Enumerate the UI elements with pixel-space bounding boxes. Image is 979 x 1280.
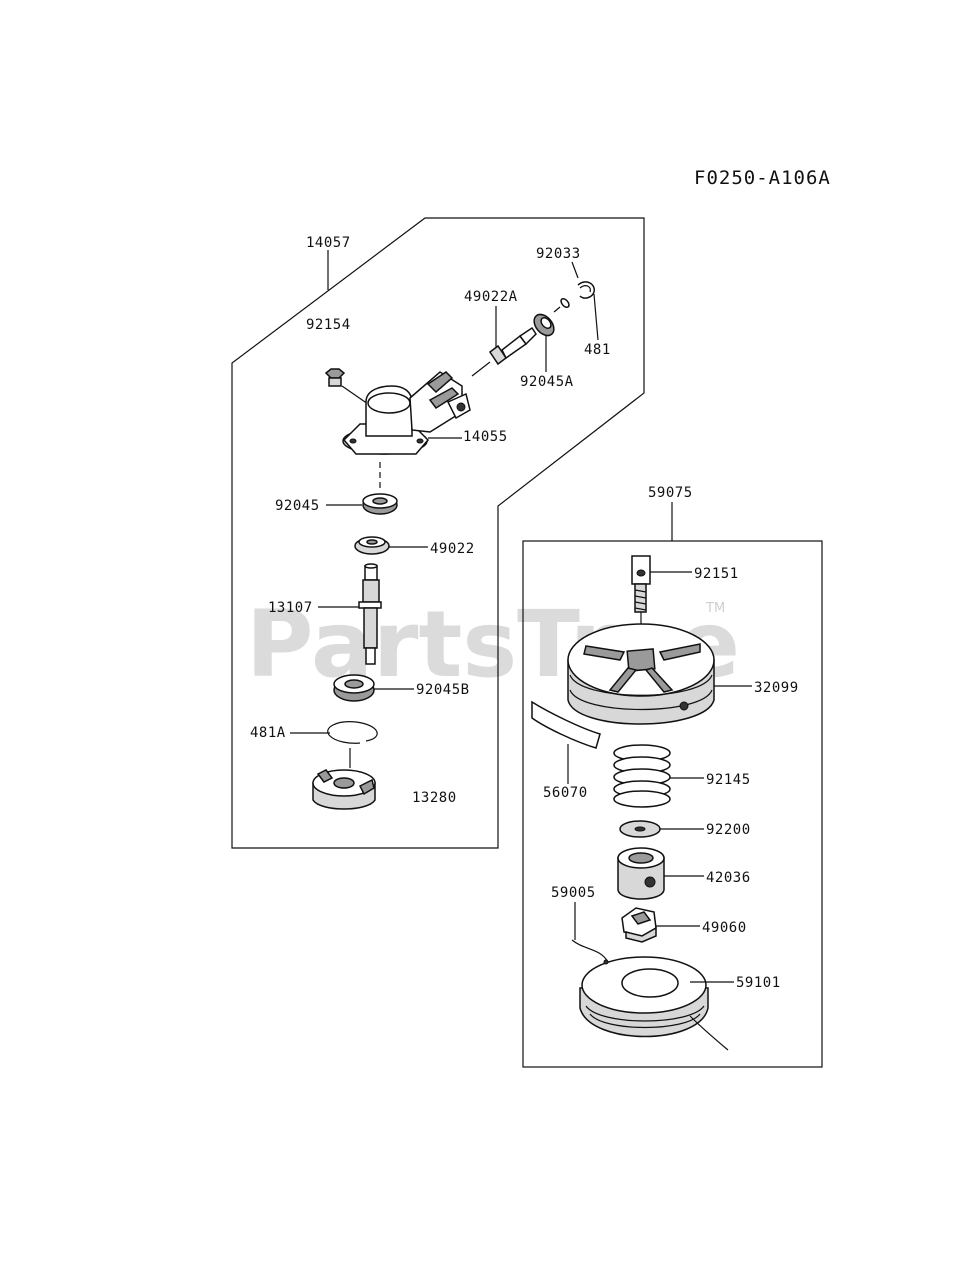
label-92145: 92145: [706, 772, 751, 788]
ring-92033-icon[interactable]: [559, 297, 570, 309]
label-49060: 49060: [702, 920, 747, 936]
label-92151: 92151: [694, 566, 739, 582]
label-32099: 32099: [754, 680, 799, 696]
washer-92200-icon[interactable]: [619, 820, 661, 838]
label-49022A: 49022A: [464, 289, 518, 305]
bolt-92151-icon[interactable]: [631, 555, 651, 613]
label-14057: 14057: [306, 235, 351, 251]
watermark-trademark: TM: [705, 601, 725, 616]
label-13107: 13107: [268, 600, 313, 616]
label-59005: 59005: [551, 885, 596, 901]
spring-92145-icon[interactable]: [613, 744, 671, 808]
label-56070: 56070: [543, 785, 588, 801]
label-56070-icon[interactable]: [531, 700, 601, 749]
washer-49022-icon[interactable]: [354, 536, 390, 555]
leader-49022A-axis: [471, 361, 491, 377]
bearing-92045B-icon[interactable]: [333, 674, 375, 702]
label-13280: 13280: [412, 790, 457, 806]
label-481: 481: [584, 342, 611, 358]
label-92045B: 92045B: [416, 682, 470, 698]
label-42036: 42036: [706, 870, 751, 886]
label-49022: 49022: [430, 541, 475, 557]
label-92045: 92045: [275, 498, 320, 514]
shaft-13107-icon[interactable]: [358, 563, 382, 665]
gear-case-14055-icon[interactable]: [342, 371, 471, 455]
collar-42036-icon[interactable]: [617, 847, 665, 900]
bearing-92045A-icon[interactable]: [530, 311, 558, 340]
leader-481: [593, 293, 599, 341]
label-59075: 59075: [648, 485, 693, 501]
housing-32099-icon[interactable]: [567, 623, 715, 725]
leader-92033-axis: [553, 306, 561, 313]
gear-case-group-outline: [231, 217, 645, 849]
leader-92033: [571, 261, 579, 279]
pinion-49022A-icon[interactable]: [488, 326, 537, 366]
snap-ring-481-icon[interactable]: [577, 281, 595, 299]
holder-13280-icon[interactable]: [312, 769, 376, 810]
bearing-92045-icon[interactable]: [362, 493, 398, 515]
leader-92154: [341, 385, 369, 405]
line-59005-icon[interactable]: [571, 939, 609, 963]
label-14055: 14055: [463, 429, 508, 445]
label-92200: 92200: [706, 822, 751, 838]
label-59101: 59101: [736, 975, 781, 991]
circlip-481A-icon[interactable]: [327, 721, 378, 744]
bolt-92154-icon[interactable]: [324, 368, 346, 387]
label-92045A: 92045A: [520, 374, 574, 390]
spool-59101-icon[interactable]: [579, 956, 729, 1051]
diagram-code: F0250-A106A: [694, 167, 831, 189]
label-92033: 92033: [536, 246, 581, 262]
label-481A: 481A: [250, 725, 286, 741]
nut-49060-icon[interactable]: [621, 907, 657, 943]
label-92154: 92154: [306, 317, 351, 333]
